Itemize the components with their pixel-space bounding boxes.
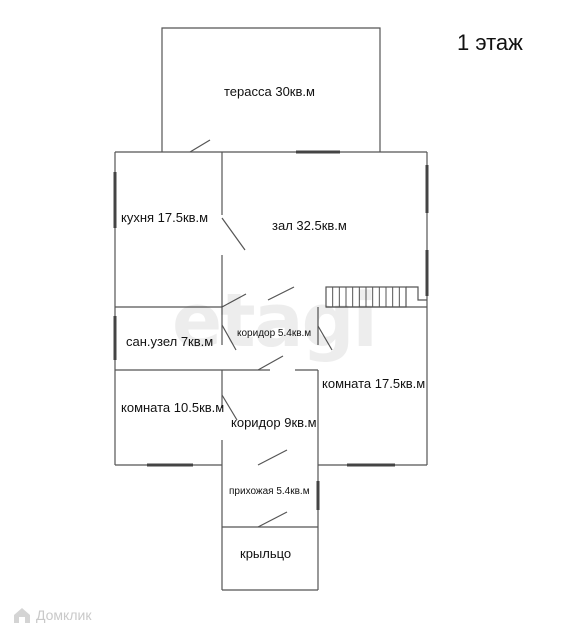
room-label-porch: крыльцо (240, 546, 292, 561)
room-label-corridor: коридор 9кв.м (231, 415, 317, 430)
brand-name: Домклик (36, 607, 92, 623)
door-swing (257, 355, 284, 371)
room-label-entry-hall: прихожая 5.4кв.м (229, 486, 310, 497)
door-swing (221, 217, 246, 251)
floor-title: 1 этаж (457, 30, 523, 55)
stair-rail (406, 286, 427, 301)
room-label-kitchen: кухня 17.5кв.м (121, 210, 209, 225)
door-swing (221, 394, 238, 421)
terrace-walls (161, 27, 381, 152)
door-swing (189, 139, 211, 153)
room-label-bathroom: сан.узел 7кв.м (126, 334, 214, 349)
door-swing (317, 325, 333, 351)
door-swing (221, 324, 237, 351)
house-icon (14, 608, 30, 623)
room-label-terrace: терасса 30кв.м (224, 84, 315, 99)
room-label-hall: зал 32.5кв.м (272, 218, 347, 233)
door-swing (257, 511, 288, 528)
room-label-room-right: комната 17.5кв.м (322, 376, 426, 391)
door-swing (257, 449, 288, 466)
door-swing (221, 293, 247, 308)
door-swing (267, 286, 295, 301)
brand-logo: Домклик (12, 606, 91, 624)
room-label-corridor-small: коридор 5.4кв.м (237, 328, 312, 339)
room-label-room-left: комната 10.5кв.м (121, 400, 225, 415)
watermark: etagi (172, 278, 378, 364)
